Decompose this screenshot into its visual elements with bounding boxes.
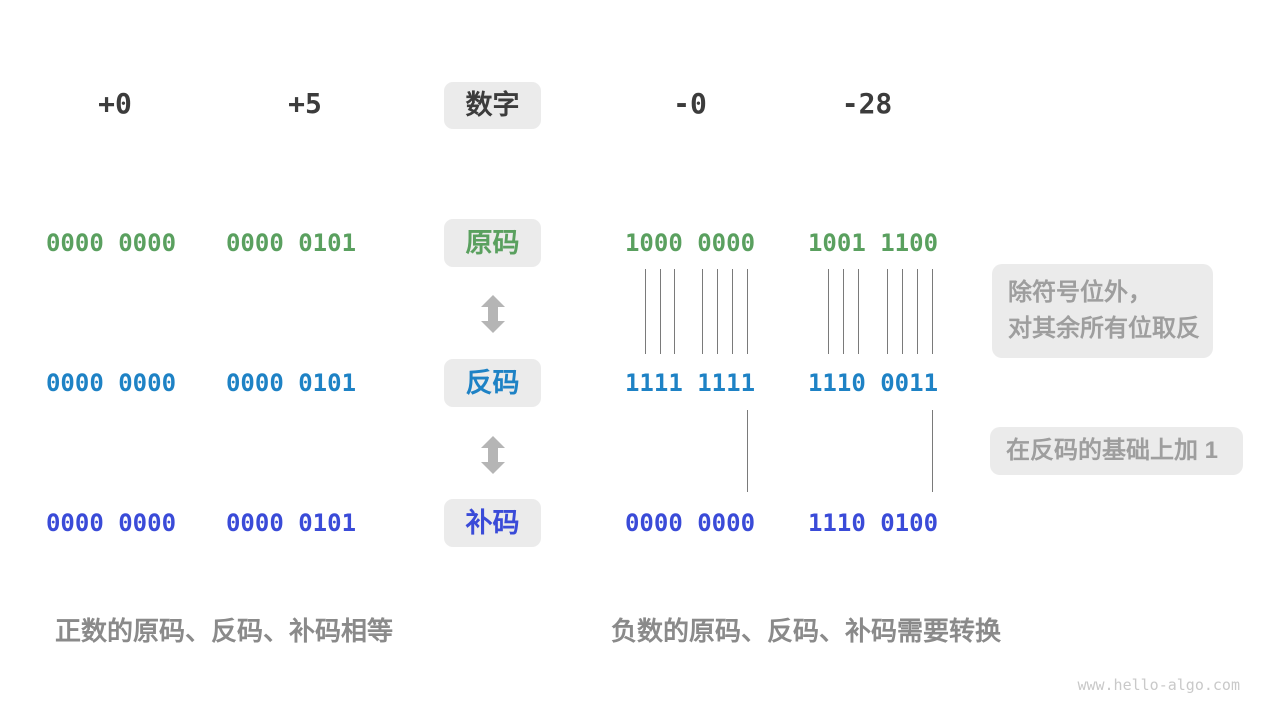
ones-complement-label-box: 反码 <box>444 359 541 407</box>
sign-magnitude-label-box: 原码 <box>444 219 541 267</box>
twos-complement-label-box: 补码 <box>444 499 541 547</box>
ones-complement-value: 0000 0000 <box>45 369 177 397</box>
sign-magnitude-value: 0000 0000 <box>45 229 177 257</box>
twos-complement-value: 1110 0100 <box>807 509 939 537</box>
sign-magnitude-value: 1001 1100 <box>807 229 939 257</box>
swap-arrow-icon <box>480 436 506 474</box>
sign-magnitude-value: 1000 0000 <box>624 229 756 257</box>
positive-numbers-caption: 正数的原码、反码、补码相等 <box>55 616 394 646</box>
sign-magnitude-label-text: 原码 <box>465 227 520 258</box>
ones-complement-value: 1110 0011 <box>807 369 939 397</box>
header-number-pos-zero: +0 <box>98 87 132 120</box>
twos-complement-label-text: 补码 <box>465 507 520 538</box>
ones-complement-value: 0000 0101 <box>225 369 357 397</box>
invert-bits-annotation-line2: 对其余所有位取反 <box>1008 315 1200 342</box>
swap-arrow-icon <box>480 295 506 333</box>
negative-numbers-caption: 负数的原码、反码、补码需要转换 <box>611 616 1002 646</box>
header-label-text: 数字 <box>465 90 520 120</box>
twos-complement-value: 0000 0000 <box>45 509 177 537</box>
sign-magnitude-value: 0000 0101 <box>225 229 357 257</box>
add-one-annotation: 在反码的基础上加 1 <box>990 427 1243 475</box>
ones-complement-value: 1111 1111 <box>624 369 756 397</box>
twos-complement-value: 0000 0101 <box>225 509 357 537</box>
invert-bits-annotation-line1: 除符号位外， <box>1008 279 1152 306</box>
invert-bits-annotation: 除符号位外， 对其余所有位取反 <box>992 264 1213 358</box>
site-watermark: www.hello-algo.com <box>1077 676 1240 694</box>
header-number-pos-five: +5 <box>288 87 322 120</box>
header-number-neg-zero: -0 <box>673 87 707 120</box>
twos-complement-value: 0000 0000 <box>624 509 756 537</box>
header-number-neg-28: -28 <box>841 87 893 120</box>
header-label-box: 数字 <box>444 82 541 129</box>
ones-complement-label-text: 反码 <box>465 367 520 398</box>
